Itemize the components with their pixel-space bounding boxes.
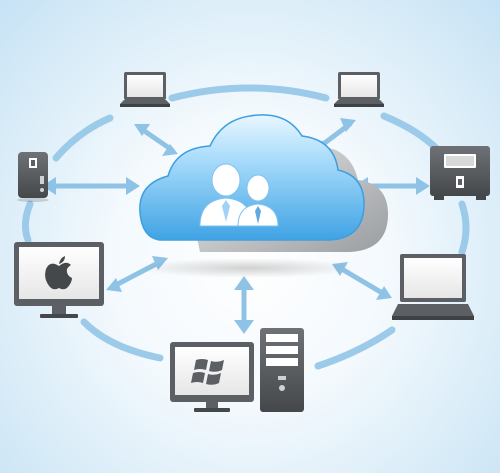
- laptop-top-right-icon: [334, 72, 384, 107]
- network-ring: [21, 84, 470, 370]
- central-cloud: [138, 114, 388, 278]
- ring-segment-top: [168, 84, 330, 102]
- windows-desktop-icon: [170, 328, 304, 412]
- server-small-left-icon: [17, 152, 49, 202]
- laptop-top-left-icon: [120, 72, 170, 107]
- ring-segment-top-left: [52, 114, 114, 162]
- ring-segment-right: [458, 200, 470, 256]
- apple-logo-icon: [45, 256, 72, 290]
- ring-segment-top-right: [380, 112, 442, 154]
- laptop-right-icon: [392, 254, 474, 320]
- cloud-users-icon: [199, 163, 279, 227]
- arrow-cloud-mac: [106, 256, 168, 292]
- server-box-right-icon: [430, 146, 490, 200]
- pc-tower-icon: [260, 328, 304, 412]
- ring-segment-bottom-left: [80, 318, 164, 362]
- arrow-cloud-laptop-top-left: [134, 124, 178, 156]
- arrow-cloud-server-left: [42, 177, 140, 195]
- arrow-cloud-windows-pc: [234, 276, 254, 334]
- ring-segment-bottom-right: [314, 326, 396, 370]
- ring-segment-left: [21, 200, 34, 244]
- windows-logo-icon: [191, 359, 224, 385]
- mac-monitor-left-icon: [14, 242, 104, 318]
